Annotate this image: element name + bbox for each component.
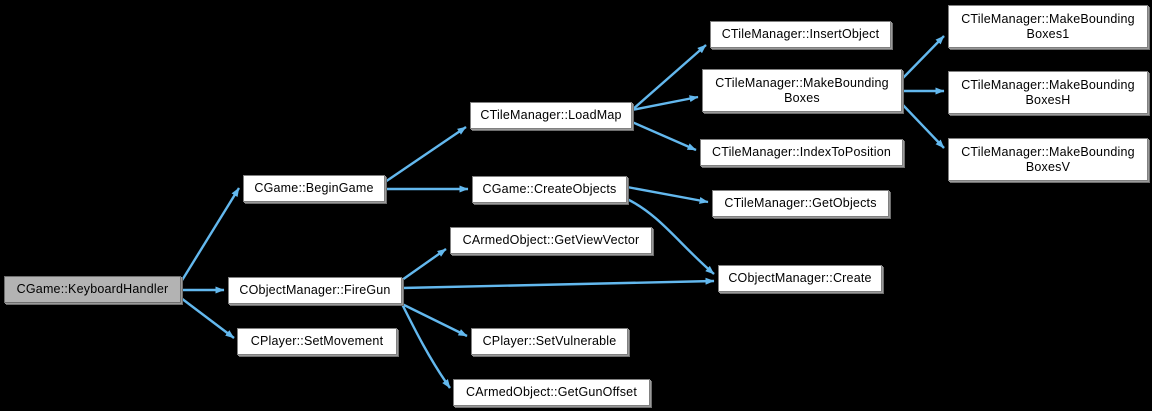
node-ctilemanager-makeboundingboxes1[interactable]: CTileManager::MakeBounding Boxes1 bbox=[948, 5, 1148, 48]
node-ctilemanager-makeboundingboxes[interactable]: CTileManager::MakeBounding Boxes bbox=[702, 69, 902, 112]
node-carmedobject-getviewvector[interactable]: CArmedObject::GetViewVector bbox=[450, 227, 652, 254]
node-ctilemanager-makeboundingboxesh[interactable]: CTileManager::MakeBounding BoxesH bbox=[948, 71, 1148, 114]
edge-makeboundingboxes-to-makeboundingboxes1 bbox=[901, 35, 945, 80]
edge-keyboardhandler-to-setmovement bbox=[180, 297, 235, 339]
node-ctilemanager-makeboundingboxesv[interactable]: CTileManager::MakeBounding BoxesV bbox=[948, 138, 1148, 181]
node-ctilemanager-indextoposition[interactable]: CTileManager::IndexToPosition bbox=[700, 139, 903, 166]
node-ctilemanager-getobjects[interactable]: CTileManager::GetObjects bbox=[712, 190, 889, 217]
edge-begingame-to-loadmap bbox=[384, 126, 467, 183]
node-cgame-keyboardhandler[interactable]: CGame::KeyboardHandler bbox=[4, 276, 181, 303]
edge-firegun-to-getgunoffset bbox=[400, 303, 451, 389]
edge-firegun-to-create bbox=[401, 277, 715, 290]
edge-firegun-to-setvulnerable bbox=[401, 302, 468, 338]
edge-loadmap-to-insertobject bbox=[631, 44, 707, 111]
node-cgame-createobjects[interactable]: CGame::CreateObjects bbox=[472, 176, 627, 203]
node-cplayer-setvulnerable[interactable]: CPlayer::SetVulnerable bbox=[471, 328, 628, 355]
edge-makeboundingboxes-to-makeboundingboxesv bbox=[901, 103, 945, 149]
edge-keyboardhandler-to-begingame bbox=[179, 187, 241, 283]
edge-loadmap-to-makeboundingboxes bbox=[631, 95, 699, 112]
node-carmedobject-getgunoffset[interactable]: CArmedObject::GetGunOffset bbox=[453, 379, 650, 406]
node-ctilemanager-insertobject[interactable]: CTileManager::InsertObject bbox=[710, 21, 891, 48]
node-cobjectmanager-firegun[interactable]: CObjectManager::FireGun bbox=[228, 277, 402, 304]
edge-loadmap-to-indextoposition bbox=[631, 120, 697, 152]
node-ctilemanager-loadmap[interactable]: CTileManager::LoadMap bbox=[470, 102, 632, 129]
node-cgame-begingame[interactable]: CGame::BeginGame bbox=[243, 175, 385, 202]
node-cobjectmanager-create[interactable]: CObjectManager::Create bbox=[718, 265, 882, 292]
edge-createobjects-to-getobjects bbox=[626, 185, 709, 204]
node-cplayer-setmovement[interactable]: CPlayer::SetMovement bbox=[237, 328, 397, 355]
edge-firegun-to-getviewvector bbox=[401, 248, 447, 281]
